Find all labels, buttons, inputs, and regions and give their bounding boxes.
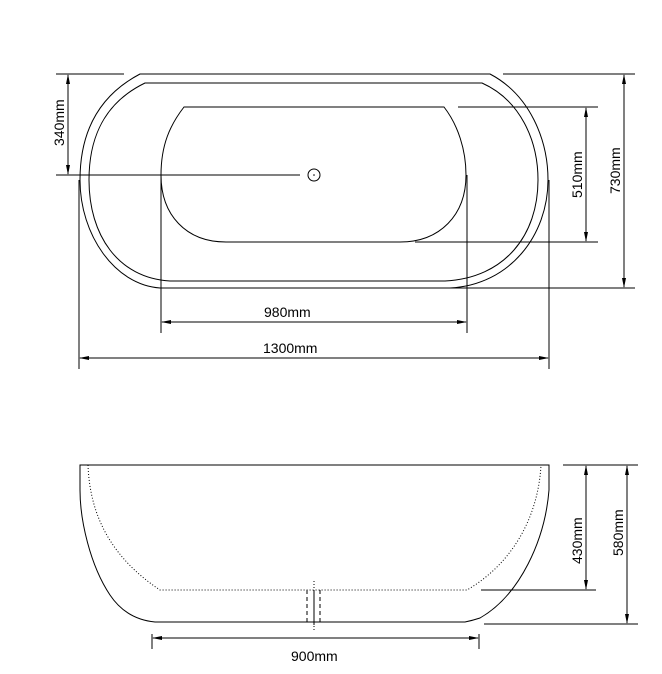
dimension-label-510: 510mm xyxy=(569,151,585,198)
side-view: 430mm 580mm 900mm xyxy=(79,464,638,664)
dimension-label-980: 980mm xyxy=(264,304,311,320)
inner-rim-outline xyxy=(88,82,539,282)
dimension-label-430: 430mm xyxy=(569,517,585,564)
drain-icon xyxy=(307,168,321,182)
dimension-label-580: 580mm xyxy=(610,509,626,556)
dimension-label-730: 730mm xyxy=(607,147,623,194)
dimension-label-900: 900mm xyxy=(291,648,338,664)
dimension-label-340: 340mm xyxy=(51,99,67,146)
dimension-label-1300: 1300mm xyxy=(263,340,317,356)
basin-outline xyxy=(160,106,467,243)
top-view: 340mm 510mm 730mm 980mm 1300mm xyxy=(51,73,635,369)
inner-basin-outline xyxy=(87,464,542,591)
outer-shell-outline xyxy=(79,464,550,623)
